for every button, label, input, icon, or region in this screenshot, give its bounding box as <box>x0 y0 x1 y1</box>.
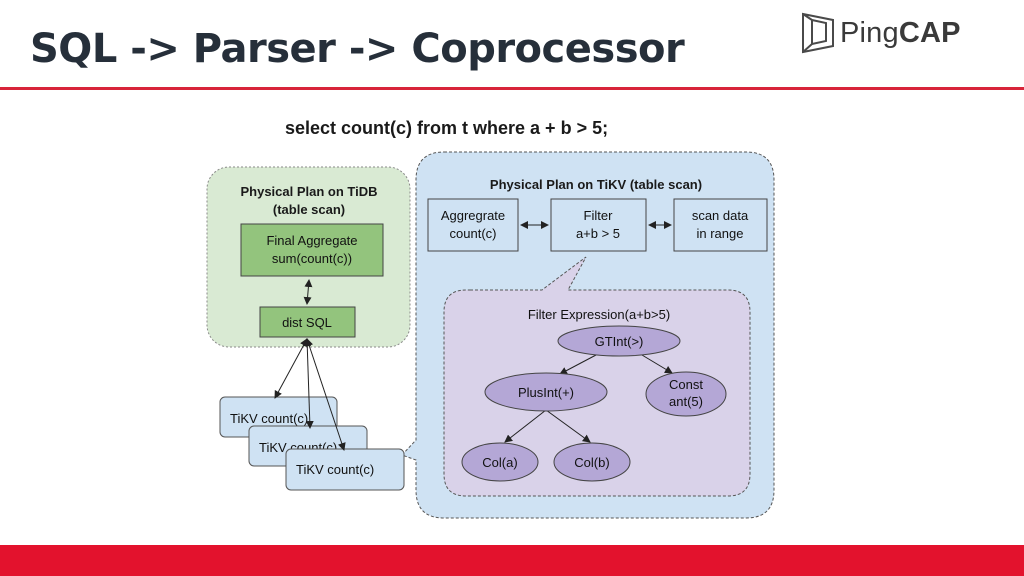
plus-colb-edge <box>545 409 591 443</box>
svg-text:dist SQL: dist SQL <box>282 315 332 330</box>
svg-text:Col(b): Col(b) <box>574 455 609 470</box>
dist-task3-arrow <box>305 338 346 451</box>
title-divider <box>0 87 1024 90</box>
sql-query: select count(c) from t where a + b > 5; <box>285 118 609 138</box>
gt-const-edge <box>641 354 673 374</box>
svg-text:Const: Const <box>669 377 703 392</box>
svg-text:TiKV count(c): TiKV count(c) <box>296 462 374 477</box>
aggregate-dist-arrow <box>303 279 313 305</box>
svg-text:a+b > 5: a+b > 5 <box>576 226 620 241</box>
svg-text:count(c): count(c) <box>450 226 497 241</box>
col-a-node: Col(a) <box>461 442 539 482</box>
slide-title: SQL -> Parser -> Coprocessor <box>30 26 685 72</box>
svg-text:sum(count(c)): sum(count(c)) <box>272 251 352 266</box>
plusint-node: PlusInt(+) <box>484 372 608 412</box>
scan-data-node: scan data in range <box>673 198 768 252</box>
svg-text:Aggregrate: Aggregrate <box>441 208 505 223</box>
dist-task1-arrow <box>274 338 308 399</box>
svg-text:TiKV count(c): TiKV count(c) <box>230 411 308 426</box>
svg-text:scan data: scan data <box>692 208 749 223</box>
gt-plus-edge <box>559 354 597 375</box>
tikv-plan-title: Physical Plan on TiKV (table scan) <box>490 177 702 192</box>
filter-expression-title: Filter Expression(a+b>5) <box>528 307 670 322</box>
svg-text:Col(a): Col(a) <box>482 455 517 470</box>
svg-text:in range: in range <box>697 226 744 241</box>
plus-cola-edge <box>504 409 547 443</box>
tidb-plan-title-line1: Physical Plan on TiDB <box>240 184 377 199</box>
final-aggregate-node: Final Aggregate sum(count(c)) <box>240 223 384 277</box>
constant-node: Const ant(5) <box>645 371 727 417</box>
tidb-plan-panel: Physical Plan on TiDB (table scan) Final… <box>206 166 411 348</box>
svg-text:Final Aggregate: Final Aggregate <box>266 233 357 248</box>
footer-bar <box>0 545 1024 576</box>
col-b-node: Col(b) <box>553 442 631 482</box>
aggregrate-node: Aggregrate count(c) <box>427 198 519 252</box>
pingcap-logo-text: PingCAP <box>840 17 961 49</box>
pingcap-logo: PingCAP <box>800 11 980 57</box>
svg-text:PlusInt(+): PlusInt(+) <box>518 385 574 400</box>
gtint-node: GTInt(>) <box>557 325 681 357</box>
filter-node: Filter a+b > 5 <box>550 198 647 252</box>
svg-text:GTInt(>): GTInt(>) <box>595 334 644 349</box>
svg-text:Filter: Filter <box>584 208 614 223</box>
svg-text:ant(5): ant(5) <box>669 394 703 409</box>
pingcap-logo-mark <box>802 12 834 54</box>
tidb-plan-title-line2: (table scan) <box>273 202 345 217</box>
dist-sql-node: dist SQL <box>259 306 356 338</box>
tikv-task-3: TiKV count(c) <box>285 448 405 491</box>
filter-expression-panel: Filter Expression(a+b>5) GTInt(>) PlusIn… <box>443 256 751 497</box>
